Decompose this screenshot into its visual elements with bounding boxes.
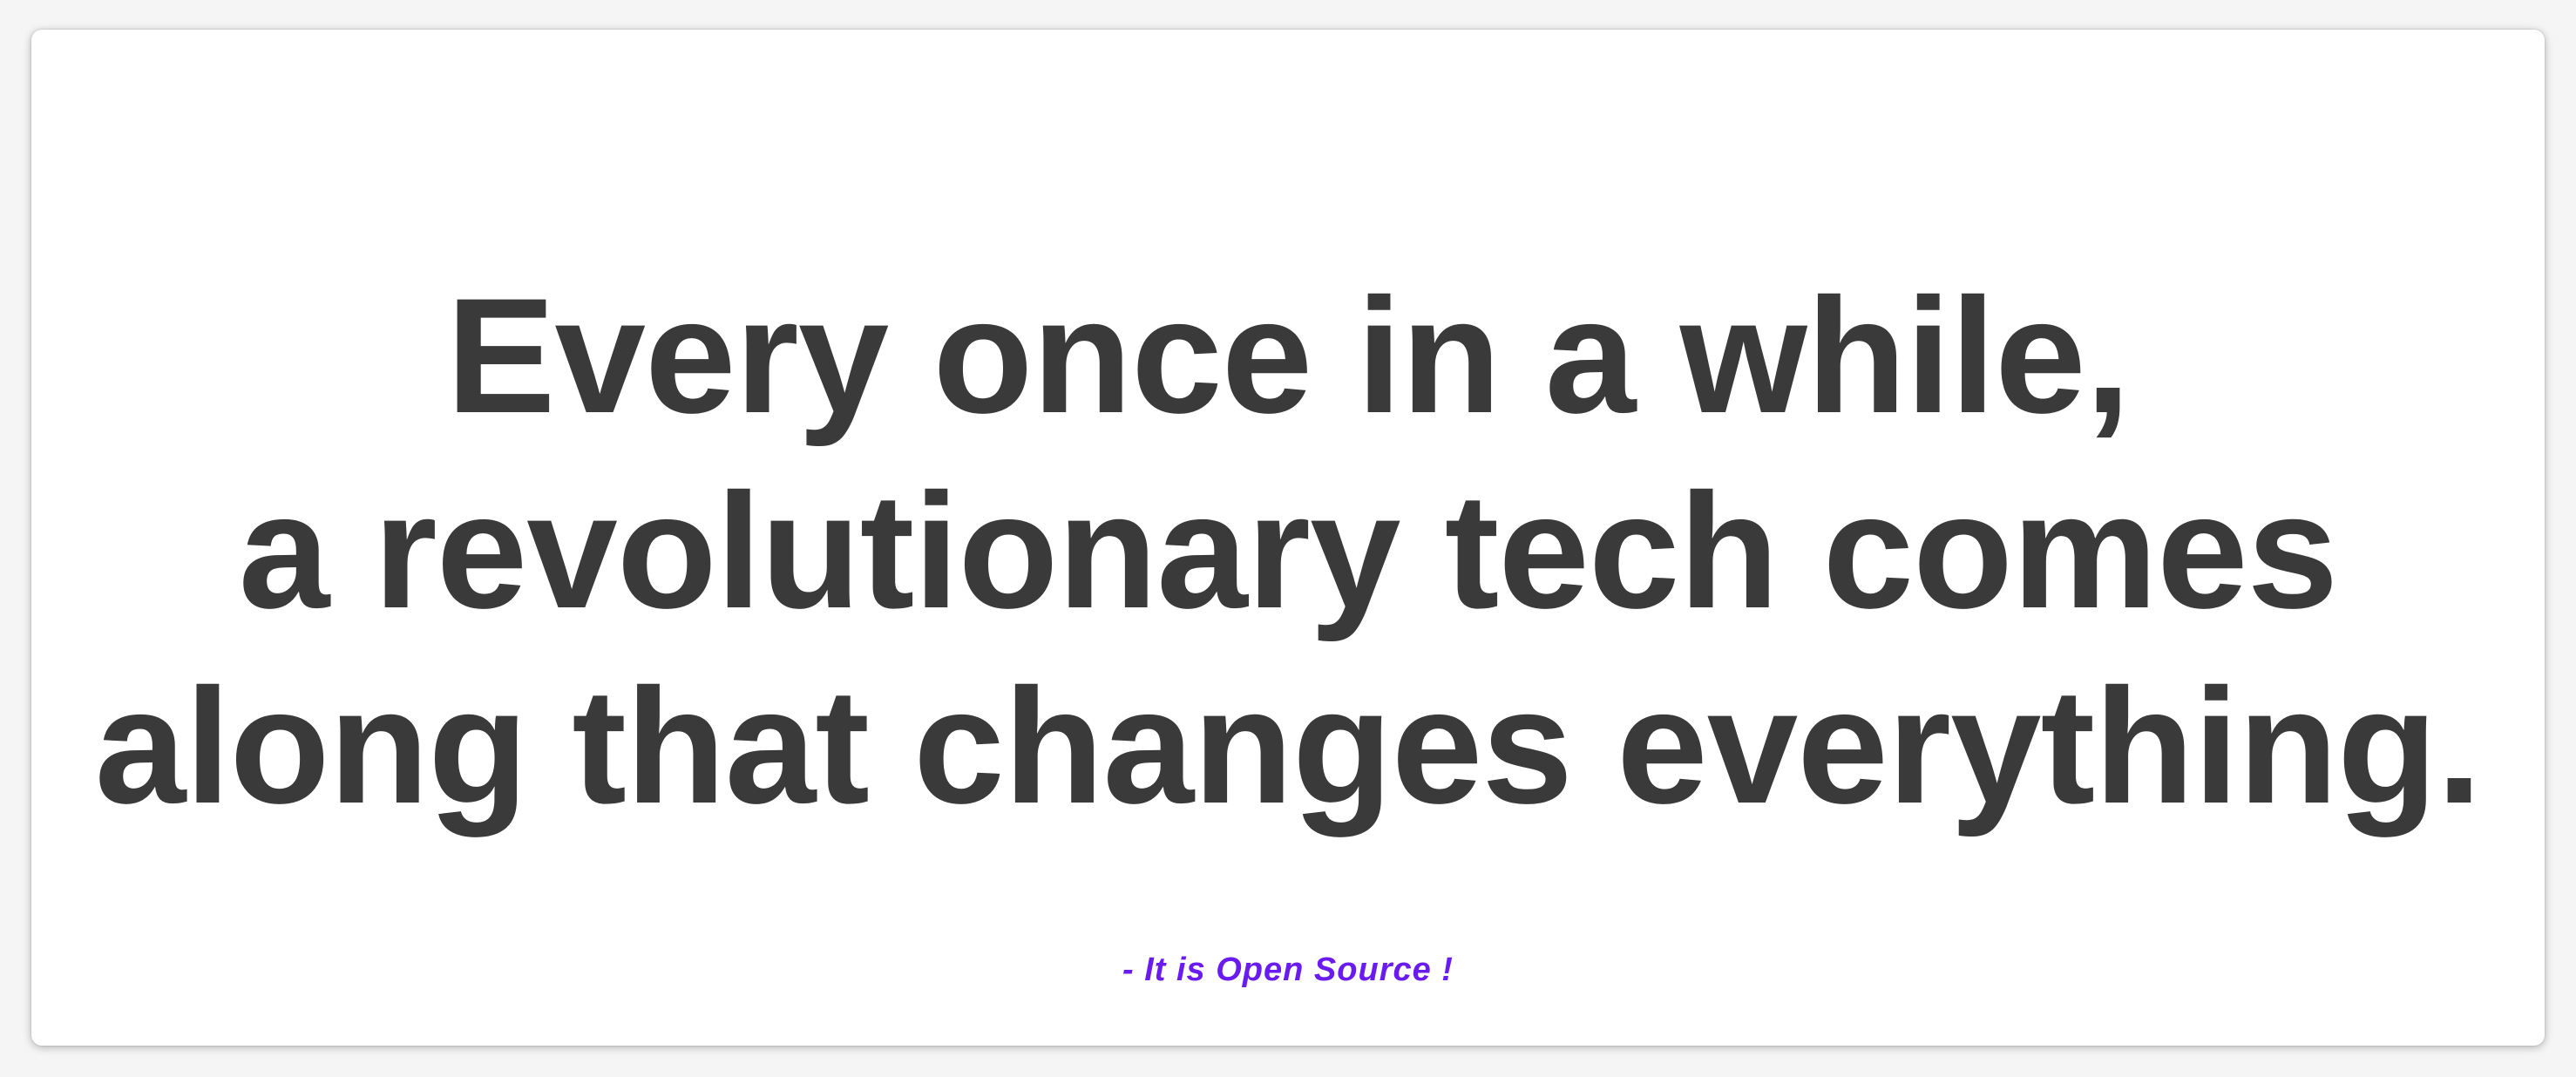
quote-line-3: along that changes everything. bbox=[94, 654, 2482, 837]
quote-line-1: Every once in a while, bbox=[446, 264, 2131, 447]
quote-headline: Every once in a while, a revolutionary t… bbox=[31, 258, 2545, 843]
quote-card: Every once in a while, a revolutionary t… bbox=[31, 30, 2545, 1046]
tagline: - It is Open Source ! bbox=[1122, 952, 1454, 988]
quote-line-2: a revolutionary tech comes bbox=[238, 459, 2338, 642]
